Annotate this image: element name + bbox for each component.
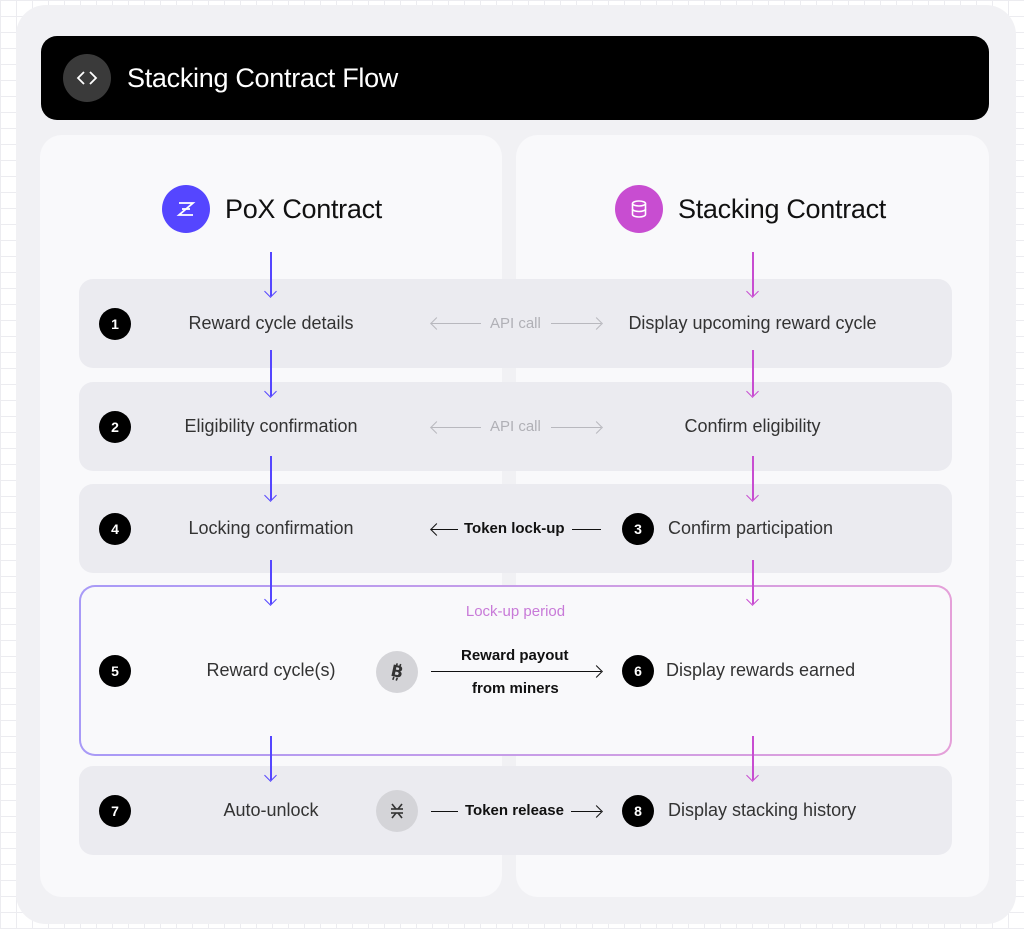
- stacking-down-arrow: [752, 736, 754, 780]
- stx-icon: [376, 790, 418, 832]
- stacking-down-arrow: [752, 560, 754, 604]
- page-title: Stacking Contract Flow: [127, 63, 399, 93]
- bitcoin-icon: B: [376, 651, 418, 693]
- step-label: Confirm participation: [668, 518, 834, 538]
- arrow-line: [551, 323, 601, 324]
- api-call-label: API call: [490, 315, 541, 332]
- pox-header: PoX Contract: [162, 184, 382, 234]
- pox-down-arrow: [270, 560, 272, 604]
- arrow-line: [431, 811, 458, 812]
- stacking-down-arrow: [752, 252, 754, 296]
- pox-down-arrow: [270, 456, 272, 500]
- title-bar: Stacking Contract Flow: [41, 36, 989, 120]
- step-number: 3: [622, 513, 654, 545]
- step-label: Reward cycle details: [188, 313, 354, 333]
- step-label: Display upcoming reward cycle: [628, 313, 877, 333]
- step-label: Auto-unlock: [223, 800, 319, 820]
- step-label: Locking confirmation: [188, 518, 354, 538]
- pox-down-arrow: [270, 736, 272, 780]
- arrow-line: [431, 529, 458, 530]
- pox-header-label: PoX Contract: [225, 193, 382, 224]
- step-label: Display rewards earned: [666, 660, 856, 680]
- arrow-line: [571, 811, 601, 812]
- reward-payout-sublabel: from miners: [472, 680, 559, 697]
- step-label: Confirm eligibility: [684, 416, 821, 436]
- step-number: 5: [99, 655, 131, 687]
- lockup-period-box: Lock-up period: [79, 585, 952, 756]
- code-brackets-icon: [63, 54, 111, 102]
- token-release-label: Token release: [465, 802, 564, 819]
- flow-row-2: [79, 382, 952, 471]
- stacking-down-arrow: [752, 350, 754, 396]
- step-number: 1: [99, 308, 131, 340]
- step-number: 2: [99, 411, 131, 443]
- step-number: 6: [622, 655, 654, 687]
- flow-row-3: [79, 484, 952, 573]
- pox-z-icon: [162, 185, 210, 233]
- arrow-line: [431, 427, 481, 428]
- arrow-line: [431, 671, 601, 672]
- reward-payout-label: Reward payout: [461, 647, 569, 664]
- step-number: 7: [99, 795, 131, 827]
- pox-down-arrow: [270, 350, 272, 396]
- stacking-down-arrow: [752, 456, 754, 500]
- step-label: Reward cycle(s): [206, 660, 336, 680]
- lockup-period-label: Lock-up period: [465, 603, 566, 620]
- database-icon: [615, 185, 663, 233]
- token-lockup-label: Token lock-up: [464, 520, 565, 537]
- flow-row-5: [79, 766, 952, 855]
- step-label: Eligibility confirmation: [184, 416, 358, 436]
- pox-down-arrow: [270, 252, 272, 296]
- step-label: Display stacking history: [668, 800, 857, 820]
- stacking-header: Stacking Contract: [615, 184, 886, 234]
- api-call-label: API call: [490, 418, 541, 435]
- arrow-line: [431, 323, 481, 324]
- arrow-line: [572, 529, 601, 530]
- step-number: 4: [99, 513, 131, 545]
- stacking-header-label: Stacking Contract: [678, 193, 886, 224]
- flow-row-1: [79, 279, 952, 368]
- step-number: 8: [622, 795, 654, 827]
- arrow-line: [551, 427, 601, 428]
